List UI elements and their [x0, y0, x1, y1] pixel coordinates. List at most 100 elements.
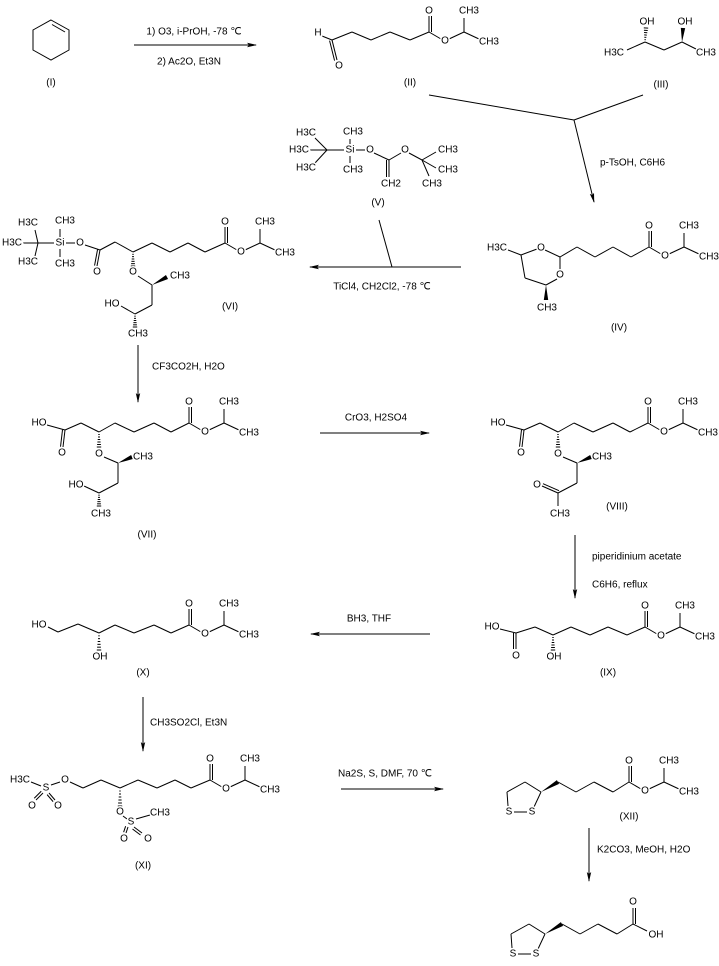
single-bond	[510, 933, 513, 949]
single-bond	[644, 626, 658, 635]
double-bond	[46, 794, 54, 802]
single-bond	[370, 31, 391, 41]
single-bond	[135, 814, 151, 820]
double-bond	[521, 429, 525, 448]
single-bond	[133, 624, 155, 634]
atom-label: O	[661, 251, 669, 262]
compound-label-xii: (XII)	[620, 812, 639, 823]
atom-label: CH3	[55, 259, 75, 270]
single-bond	[663, 41, 683, 51]
atom-label: Si	[56, 238, 65, 249]
atom-label: CH3	[675, 601, 695, 612]
single-bond	[208, 624, 225, 633]
single-bond	[169, 242, 189, 253]
reagent-step2: p-TsOH, C6H6	[600, 158, 665, 169]
single-bond	[64, 422, 82, 431]
atom-label: O	[201, 427, 209, 438]
atom-label: O	[625, 756, 633, 767]
single-bond	[648, 246, 662, 255]
single-bond	[579, 923, 599, 935]
atom-label: CH3	[659, 756, 679, 767]
atom-label: O	[537, 243, 545, 254]
bonds-layer	[23, 16, 700, 955]
atom-label: CH3	[239, 630, 259, 641]
atom-label: CH3	[91, 509, 111, 520]
compound-label-ii: (II)	[404, 78, 416, 89]
single-bond	[223, 422, 240, 431]
single-bond	[34, 242, 39, 257]
atom-label: CH3	[695, 632, 715, 643]
single-bond	[506, 781, 526, 793]
reagent-step4: CF3CO2H, H2O	[152, 362, 225, 373]
single-bond	[667, 422, 684, 431]
atom-label: CH3	[678, 397, 698, 408]
single-bond	[630, 246, 650, 258]
reagent-step6-line2: C6H6, reflux	[592, 580, 648, 591]
single-bond	[573, 422, 594, 433]
atom-label: CH3	[219, 599, 239, 610]
single-bond	[648, 781, 665, 790]
atom-label: H3C	[604, 48, 624, 59]
atom-label: O	[116, 807, 124, 818]
atom-label: H3C	[296, 128, 316, 139]
single-bond	[523, 422, 541, 431]
single-bond	[544, 249, 561, 258]
atom-label: O	[237, 247, 245, 258]
single-bond	[244, 242, 261, 251]
atom-label: CH3	[459, 6, 479, 17]
atom-label: O	[401, 145, 409, 156]
atom-label: HO	[32, 620, 47, 631]
single-bond	[46, 424, 66, 431]
single-bond	[156, 779, 176, 789]
atom-label: HO	[69, 480, 84, 491]
single-bond	[506, 791, 509, 807]
atom-label: OH	[649, 930, 664, 941]
single-bond	[593, 781, 614, 793]
atom-label: CH3	[133, 452, 153, 463]
single-bond	[524, 277, 547, 286]
atom-label: S	[506, 807, 513, 818]
atom-label: H3C	[2, 238, 22, 249]
atom-label: S	[43, 783, 50, 794]
single-bond	[132, 242, 153, 253]
compound-label-x: (X)	[136, 668, 149, 679]
atom-label: CH3	[240, 754, 260, 765]
single-bond	[557, 482, 578, 494]
atom-label: H3C	[10, 775, 30, 786]
double-bond	[94, 249, 99, 266]
single-bond	[134, 304, 153, 315]
compound-label-xi: (XI)	[135, 861, 151, 872]
double-bond	[123, 826, 127, 833]
double-bond	[125, 826, 129, 834]
atom-label: O	[129, 267, 137, 278]
compound-label-v: (V)	[371, 198, 384, 209]
single-bond	[545, 278, 558, 286]
single-bond	[668, 246, 685, 255]
atom-label: O	[335, 61, 343, 72]
atom-label: S	[533, 949, 540, 960]
atom-label: O	[28, 801, 36, 812]
single-bond	[528, 923, 546, 935]
single-bond	[98, 482, 119, 494]
atom-label: O	[660, 427, 668, 438]
atom-label: O	[641, 601, 649, 612]
single-bond	[681, 41, 699, 51]
single-bond	[153, 422, 172, 433]
single-bond	[351, 31, 372, 41]
single-bond	[153, 624, 172, 634]
double-bond	[133, 826, 143, 834]
atom-label: CH3	[592, 452, 612, 463]
single-bond	[229, 779, 246, 788]
atom-label: O	[641, 786, 649, 797]
double-bond	[60, 429, 64, 447]
wedge-bond	[118, 454, 133, 463]
atom-label: H3C	[18, 257, 38, 268]
single-bond	[100, 779, 121, 789]
single-bond	[647, 422, 661, 431]
atom-label: O	[517, 448, 525, 459]
single-bond	[552, 626, 572, 636]
single-bond	[421, 159, 430, 177]
single-bond	[223, 624, 240, 633]
atom-label: O	[76, 238, 84, 249]
